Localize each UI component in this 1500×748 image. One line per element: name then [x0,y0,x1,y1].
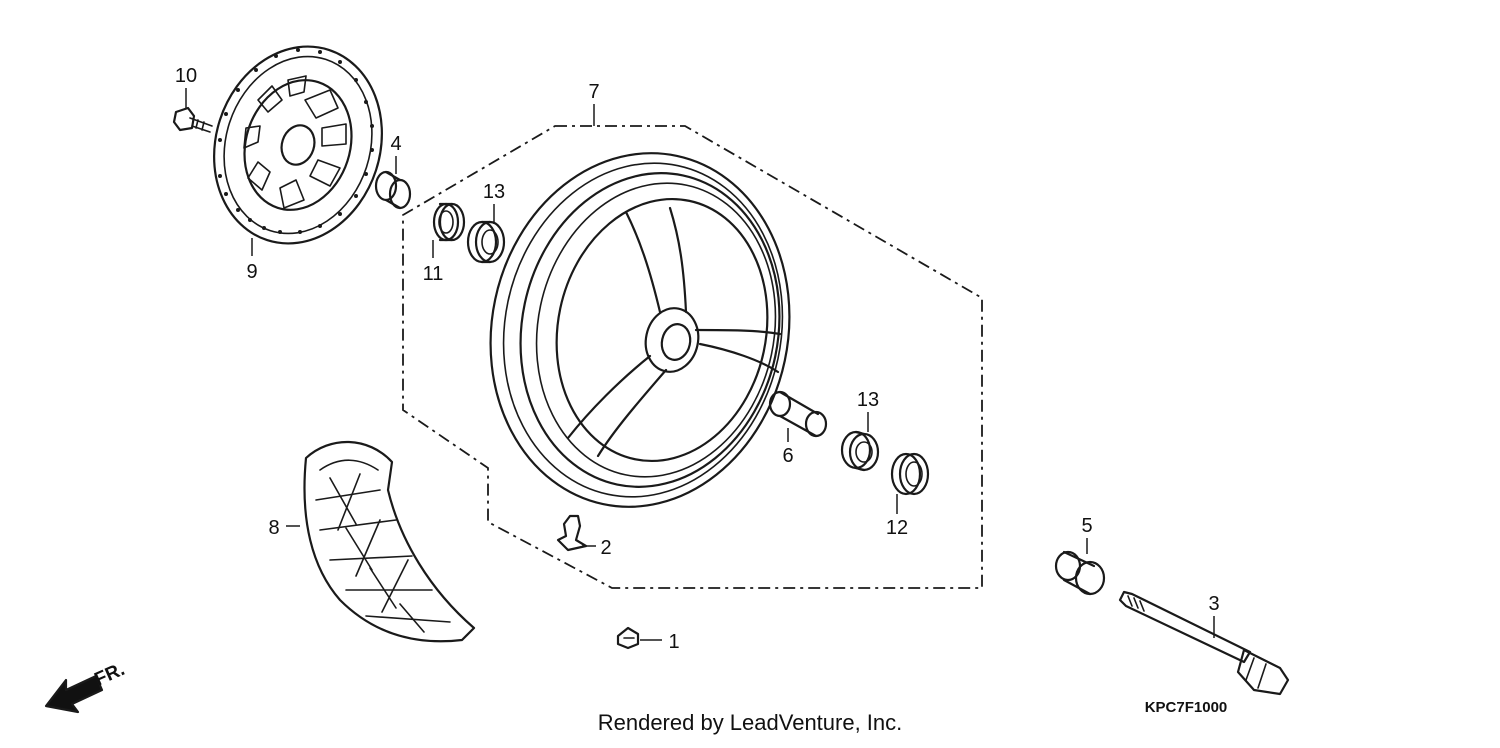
dust-seal-12[interactable] [890,452,930,496]
callout-11: 11 [423,263,444,285]
bearing-13-upper[interactable] [466,220,506,264]
callout-7: 7 [588,81,599,103]
clip[interactable] [616,626,640,650]
dust-seal-11[interactable] [432,202,466,242]
callout-1: 1 [668,631,679,653]
callout-12: 12 [886,517,908,539]
leader-lines [185,88,1215,641]
assembly-outline [402,125,983,589]
axle-collar[interactable] [1054,550,1106,596]
front-axle[interactable] [1118,590,1290,696]
brake-disc[interactable] [189,25,407,266]
callout-3: 3 [1208,593,1219,615]
front-direction-arrow: FR. [44,659,128,714]
front-wheel[interactable] [458,125,822,535]
callout-9: 9 [246,261,257,283]
bearing-13-lower[interactable] [840,430,880,472]
side-collar[interactable] [374,170,412,210]
callout-numbers: 10 9 4 11 13 7 6 13 12 8 2 1 5 3 [175,65,1220,653]
callout-10: 10 [175,65,197,87]
render-credit: Rendered by LeadVenture, Inc. [598,710,903,735]
callout-2: 2 [600,537,611,559]
front-arrow-label: FR. [91,659,128,691]
callout-6: 6 [782,445,793,467]
callout-13-lower: 13 [857,389,879,411]
tire-valve[interactable] [556,514,588,552]
callout-5: 5 [1081,515,1092,537]
callout-8: 8 [268,517,279,539]
disc-bolt[interactable] [172,106,213,133]
callout-13-upper: 13 [483,181,505,203]
diagram-code: KPC7F1000 [1145,699,1228,716]
callout-4: 4 [390,133,401,155]
front-fender[interactable] [303,440,476,643]
distance-collar[interactable] [768,390,828,438]
